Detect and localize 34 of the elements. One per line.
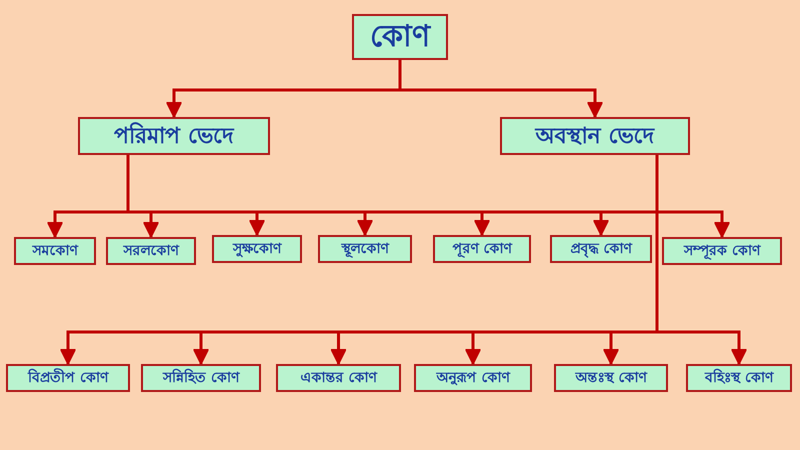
arrow <box>398 60 604 118</box>
node-label: পূরণ কোণ <box>452 240 512 260</box>
node-label: অবস্থান ভেদে <box>536 122 654 150</box>
root-box <box>352 14 448 60</box>
category-box <box>14 237 96 265</box>
category-box <box>78 117 270 155</box>
category-box <box>686 364 792 392</box>
category-box <box>276 364 401 392</box>
node-label: পরিমাপ ভেদে <box>114 121 234 150</box>
node-label: সরলকোণ <box>124 242 178 261</box>
category-box <box>141 364 261 392</box>
category-box <box>414 364 532 392</box>
node-label: বহিঃস্থ কোণ <box>705 368 773 388</box>
node-label: স্থূলকোণ <box>342 240 388 260</box>
node-label: সন্নিহিত কোণ <box>163 368 239 388</box>
category-box <box>433 235 531 263</box>
category-box <box>500 117 690 155</box>
node-label: অন্তঃস্থ কোণ <box>576 369 646 388</box>
node-label: অনুরূপ কোণ <box>436 369 510 388</box>
category-box <box>212 235 302 263</box>
node-label: একান্তর কোণ <box>300 369 376 388</box>
node-label: বিপ্রতীপ কোণ <box>28 367 108 388</box>
category-box <box>554 364 668 392</box>
node-label: সমকোণ <box>32 242 78 261</box>
node-label: সম্পূরক কোণ <box>684 242 760 262</box>
arrow <box>656 155 748 365</box>
category-box <box>550 235 652 263</box>
category-box <box>318 235 412 263</box>
category-box <box>6 364 130 392</box>
node-label: সুক্ষকোণ <box>233 240 281 260</box>
category-box <box>106 237 196 265</box>
category-box <box>662 237 782 265</box>
node-label: কোণ <box>370 18 430 56</box>
node-label: প্রবৃদ্ধ কোণ <box>570 240 632 260</box>
